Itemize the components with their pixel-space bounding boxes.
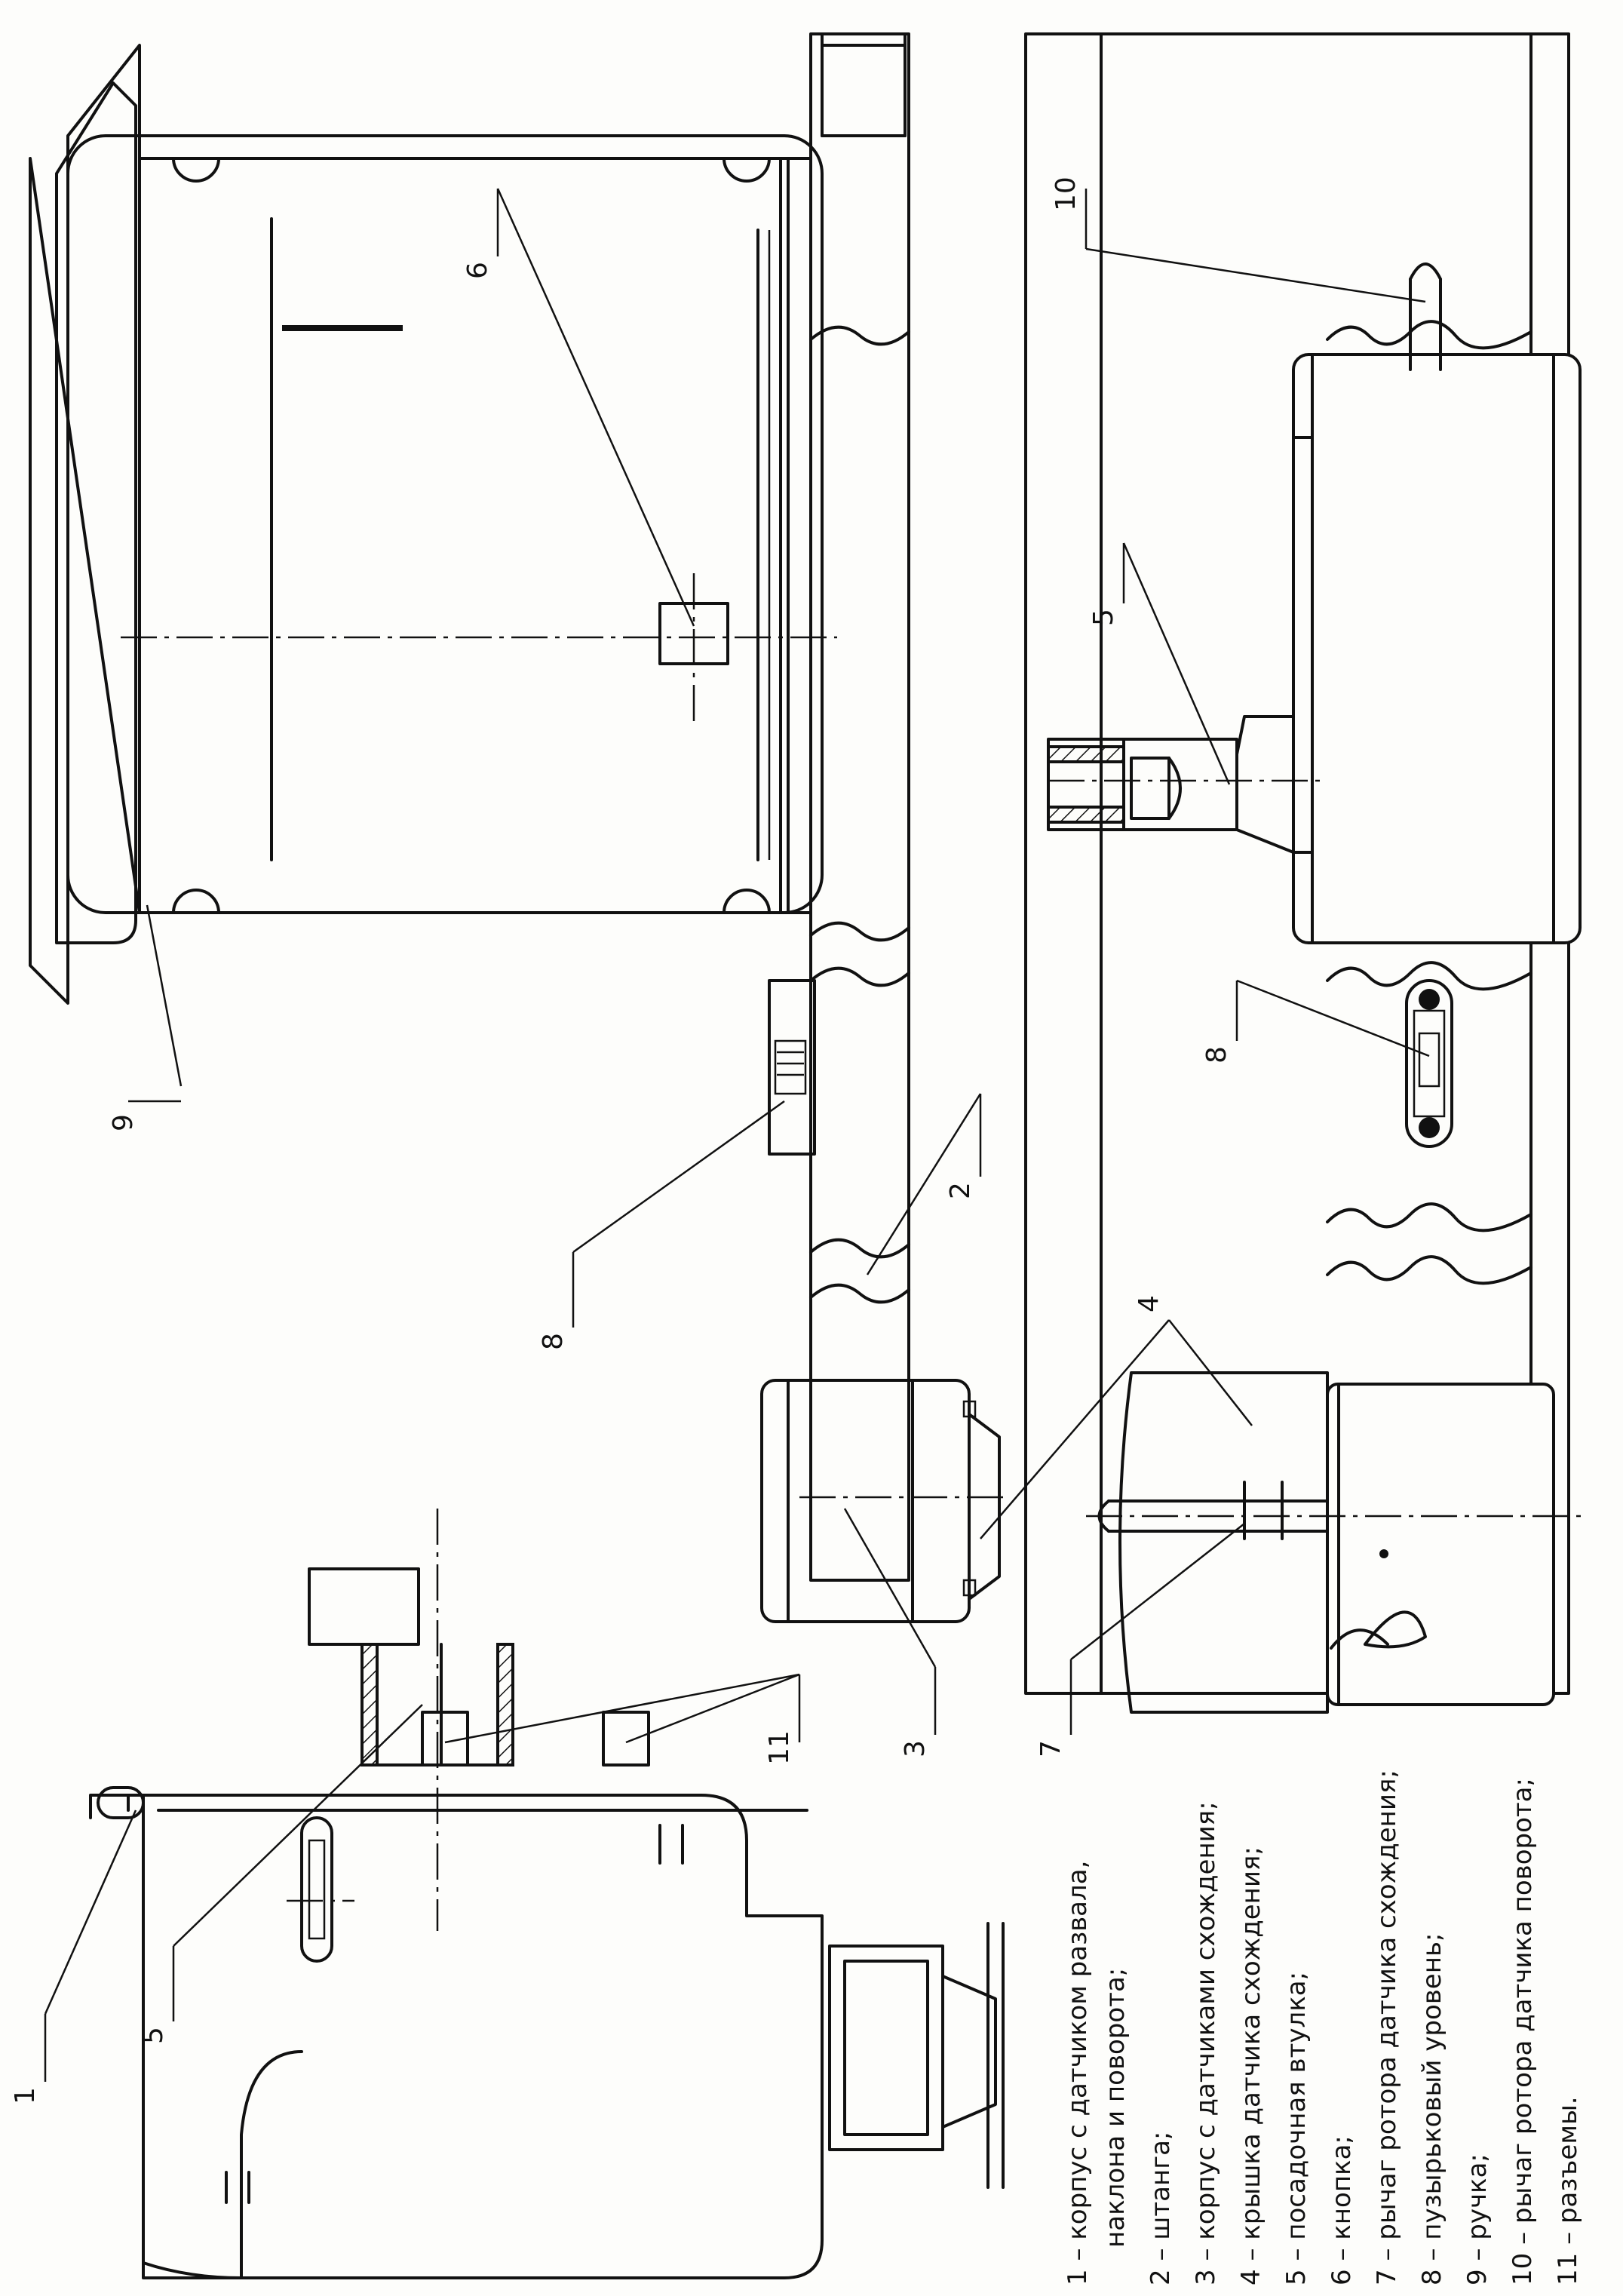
callout-numbers: 9 8 2 6 3 4 7 5 8 10 1 5 11 [10, 176, 1232, 2104]
callout-8-lower: 8 [1201, 1046, 1232, 1064]
sensor-housing-top [29, 44, 837, 1005]
callout-9: 9 [108, 1114, 139, 1131]
lower-assembly-view [1024, 32, 1584, 1714]
callout-8-top: 8 [538, 1333, 569, 1350]
handle-opening [55, 81, 137, 944]
boom-rod-top [768, 32, 910, 1582]
callout-1: 1 [10, 2087, 41, 2104]
callout-6: 6 [462, 262, 493, 279]
central-housing [1047, 353, 1582, 944]
callout-11: 11 [764, 1730, 795, 1765]
leader-lines [44, 188, 1430, 2082]
callout-7: 7 [1035, 1740, 1066, 1757]
legend-line-1: 1 – корпус с датчиком развала, [1063, 1861, 1093, 2285]
callout-5-lower: 5 [1088, 609, 1119, 626]
legend-line-11: 11 – разъемы. [1553, 2096, 1583, 2285]
legend-line-10: 10 – рычаг ротора датчика поворота; [1508, 1778, 1538, 2285]
callout-4: 4 [1134, 1295, 1164, 1312]
callout-3: 3 [900, 1740, 931, 1757]
legend-line-4: 4 – крышка датчика схождения; [1236, 1846, 1266, 2285]
rotor-lever-top [1409, 262, 1442, 371]
upper-assembly-view [29, 32, 1003, 1623]
housing-body [66, 134, 824, 914]
toe-sensor-housing [760, 1379, 1003, 1623]
legend-line-3: 3 – корпус с датчиками схождения; [1191, 1801, 1221, 2285]
callout-10: 10 [1051, 176, 1081, 211]
legend-line-1b: наклона и поворота; [1100, 1968, 1131, 2248]
rod-end-sleeve [821, 32, 907, 137]
callout-5-side: 5 [138, 2027, 169, 2044]
legend-line-7: 7 – рычаг ротора датчика схождения; [1372, 1770, 1402, 2285]
legend-line-8: 8 – пузырьковый уровень; [1417, 1933, 1447, 2285]
bubble-level-top [768, 979, 816, 1156]
callout-2: 2 [945, 1182, 976, 1199]
legend-line-9: 9 – ручка; [1462, 2153, 1493, 2285]
side-view [89, 1509, 1005, 2279]
legend-line-2: 2 – штанга; [1146, 2132, 1176, 2285]
legend-line-5: 5 – посадочная втулка; [1281, 1972, 1312, 2285]
bubble-level-lower [1405, 979, 1453, 1148]
bolt-holes [172, 157, 771, 914]
legend-line-6: 6 – кнопка; [1327, 2135, 1357, 2285]
toe-sensor-lower [1086, 1371, 1584, 1714]
parts-legend: 1 – корпус с датчиком развала, наклона и… [1063, 1770, 1583, 2285]
